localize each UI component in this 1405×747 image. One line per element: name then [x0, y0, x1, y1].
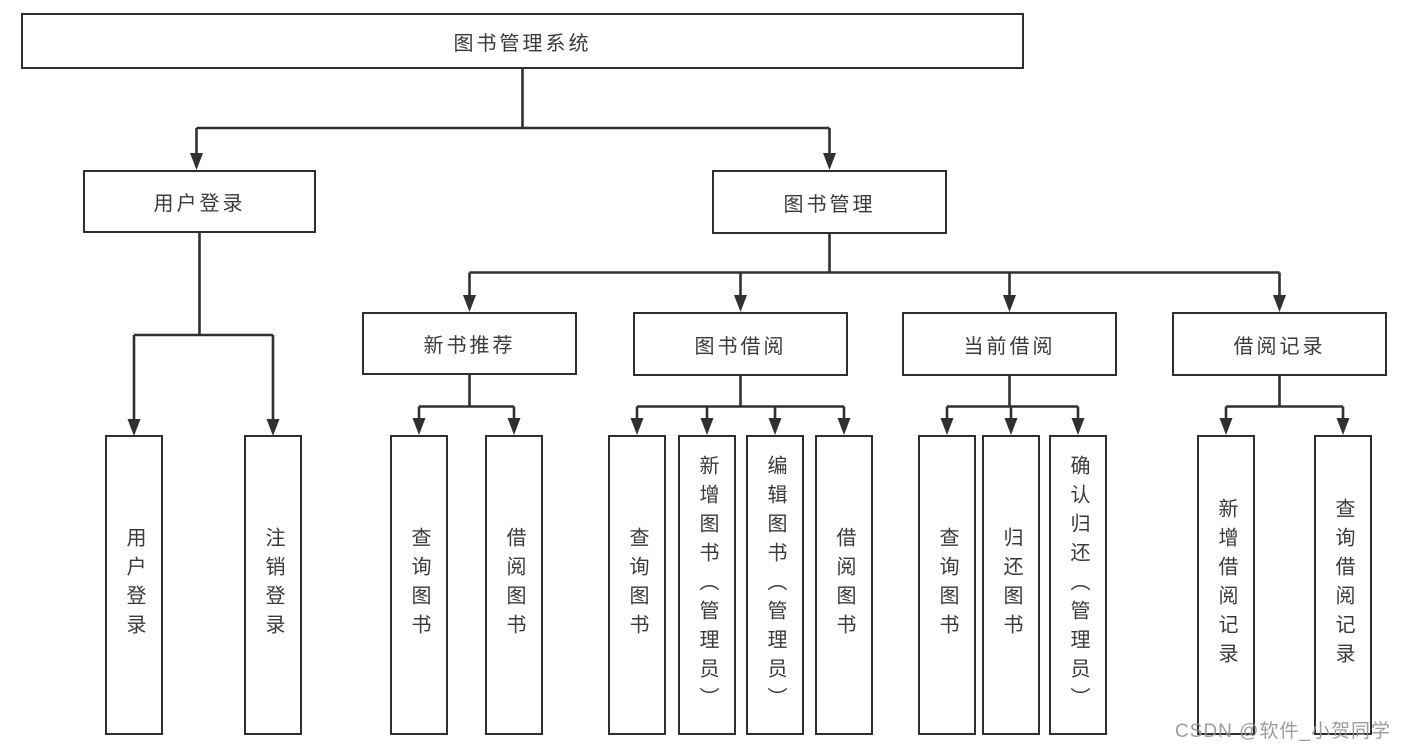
node-label: 查询图书 [626, 527, 648, 643]
connector-user-login-split [127, 233, 280, 436]
node-leaf-user-login: 用户登录 [105, 435, 163, 735]
node-label: 借阅记录 [1233, 335, 1326, 358]
node-borrow-records: 借阅记录 [1172, 312, 1387, 376]
node-label: 新增借阅记录 [1215, 498, 1237, 672]
node-leaf-borrow-books-2: 借阅图书 [815, 435, 873, 735]
node-leaf-query-borrow-record: 查询借阅记录 [1314, 435, 1372, 735]
arrowhead-icon [1219, 418, 1233, 435]
node-leaf-borrow-books-1: 借阅图书 [485, 435, 543, 735]
node-current-borrow: 当前借阅 [902, 312, 1117, 376]
node-label: 图书借阅 [694, 335, 787, 358]
arrowhead-icon [412, 418, 426, 435]
arrowhead-icon [190, 153, 203, 170]
node-library-management-system: 图书管理系统 [21, 13, 1024, 69]
connector-book-borrow-split [630, 376, 851, 435]
node-label: 借阅图书 [833, 527, 855, 643]
connector-new-book-split [412, 375, 521, 435]
arrowhead-icon [940, 418, 954, 435]
arrowhead-icon [1273, 295, 1286, 312]
connector-book-management-split [463, 234, 1286, 312]
node-label: 新增图书（管理员） [696, 454, 718, 716]
arrowhead-icon [1004, 418, 1018, 435]
arrowhead-icon [734, 295, 747, 312]
node-label: 注销登录 [262, 527, 284, 643]
node-label: 编辑图书（管理员） [764, 454, 786, 716]
arrowhead-icon [700, 418, 714, 435]
node-label: 查询图书 [936, 527, 958, 643]
connector-borrow-records-split [1219, 376, 1350, 435]
node-leaf-logout: 注销登录 [244, 435, 302, 735]
node-label: 查询图书 [408, 527, 430, 643]
node-leaf-query-books-1: 查询图书 [390, 435, 448, 735]
node-new-book-recommend: 新书推荐 [362, 312, 577, 375]
node-book-management: 图书管理 [712, 170, 947, 234]
arrowhead-icon [127, 419, 141, 436]
node-leaf-return-books: 归还图书 [982, 435, 1040, 735]
connector-current-borrow-split [940, 376, 1085, 435]
arrowhead-icon [1071, 418, 1085, 435]
arrowhead-icon [266, 419, 280, 436]
arrowhead-icon [507, 418, 521, 435]
arrowhead-icon [823, 153, 836, 170]
arrowhead-icon [1336, 418, 1350, 435]
node-label: 用户登录 [123, 527, 145, 643]
node-book-borrow: 图书借阅 [633, 312, 848, 376]
node-label: 用户登录 [153, 193, 246, 215]
arrowhead-icon [630, 418, 644, 435]
arrowhead-icon [1003, 295, 1016, 312]
node-label: 确认归还（管理员） [1067, 454, 1089, 716]
node-label: 图书管理系统 [453, 32, 592, 55]
node-label: 归还图书 [1000, 527, 1022, 643]
node-user-login: 用户登录 [83, 170, 316, 233]
node-leaf-edit-book-admin: 编辑图书（管理员） [746, 435, 804, 735]
node-label: 当前借阅 [963, 335, 1056, 358]
arrowhead-icon [768, 418, 782, 435]
connector-root-split [190, 69, 836, 170]
arrowhead-icon [463, 295, 476, 312]
node-label: 查询借阅记录 [1332, 498, 1354, 672]
csdn-watermark: CSDN @软件_小贺同学 [1175, 721, 1391, 742]
node-leaf-confirm-return-admin: 确认归还（管理员） [1049, 435, 1107, 735]
node-label: 借阅图书 [503, 527, 525, 643]
node-leaf-query-books-3: 查询图书 [918, 435, 976, 735]
node-label: 新书推荐 [423, 335, 516, 357]
node-label: 图书管理 [783, 193, 876, 216]
arrowhead-icon [837, 418, 851, 435]
node-leaf-add-borrow-record: 新增借阅记录 [1197, 435, 1255, 735]
node-leaf-add-book-admin: 新增图书（管理员） [678, 435, 736, 735]
node-leaf-query-books-2: 查询图书 [608, 435, 666, 735]
